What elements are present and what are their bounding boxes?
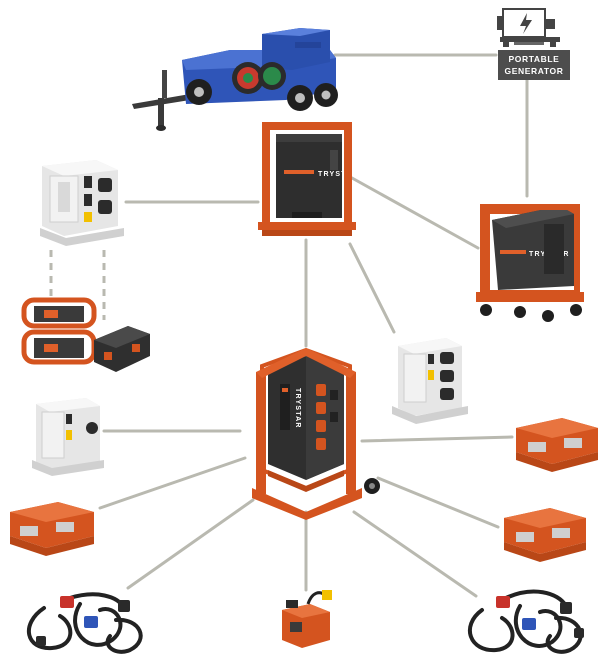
dashed-connectors [49, 250, 106, 320]
connector-main-cables-right [352, 510, 478, 598]
orange-box-right-upper[interactable] [516, 418, 598, 472]
small-adapter-box[interactable] [282, 590, 332, 648]
cable-set-right[interactable] [467, 589, 584, 654]
generator-lightning-icon [497, 8, 560, 47]
connector-main-cables-left [126, 498, 255, 590]
main-distribution-cart[interactable]: TRYSTAR [252, 347, 380, 520]
generator-label-line1: PORTABLE [509, 54, 560, 64]
main-logo-text: TRYSTAR [294, 388, 301, 429]
trailer-generator[interactable] [132, 28, 338, 131]
generator-label-plate [498, 50, 570, 80]
connectors [98, 53, 529, 598]
cable-set-left[interactable] [26, 592, 143, 654]
white-panel-top-left[interactable] [40, 160, 124, 246]
cage-logo-text: TRYSTAR [318, 171, 359, 178]
connector-main-orange-left [98, 456, 247, 510]
white-panel-left[interactable] [32, 398, 104, 476]
connector-cage-panel-right [348, 242, 396, 334]
connector-main-orange-right-lower [376, 476, 500, 529]
wheeled-power-cart[interactable]: TRYSTAR [476, 204, 584, 322]
white-panel-mid-right[interactable] [392, 338, 468, 424]
connector-cage-cart [350, 176, 480, 250]
stacked-spider-boxes[interactable] [21, 297, 150, 372]
orange-box-left[interactable] [10, 502, 94, 556]
connector-main-orange-right-upper [360, 435, 514, 443]
caged-distribution-box[interactable]: TRYSTAR [258, 122, 359, 236]
cart-logo-bar [500, 250, 526, 254]
generator-label-line2: GENERATOR [505, 66, 564, 76]
portable-generator[interactable]: PORTABLE GENERATOR [497, 8, 570, 80]
orange-box-right-lower[interactable] [504, 508, 586, 562]
cage-logo-bar [284, 170, 314, 174]
